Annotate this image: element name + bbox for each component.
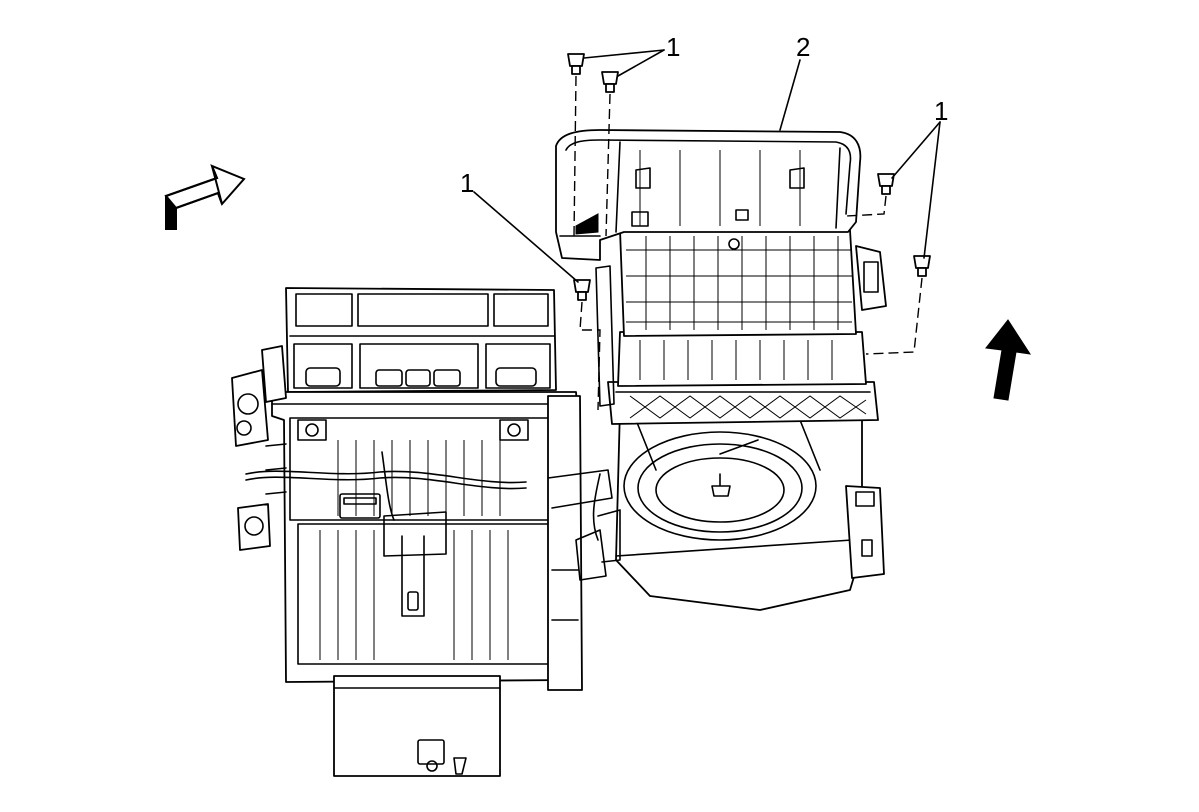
forward-arrow-icon <box>985 319 1032 401</box>
screw-right-upper <box>877 173 895 195</box>
view-direction-arrow-icon <box>164 164 246 230</box>
case-screws <box>567 53 931 411</box>
screw-right-lower <box>913 255 931 277</box>
callout-1-right: 1 <box>934 96 948 126</box>
callout-2: 2 <box>796 32 810 62</box>
leader-lines <box>473 49 941 283</box>
callout-1-left: 1 <box>460 168 474 198</box>
screw-top-left <box>567 53 585 75</box>
callout-1-top: 1 <box>666 32 680 62</box>
upper-case-cover <box>555 129 862 261</box>
screw-top-right <box>601 71 619 93</box>
hvac-module-case <box>231 287 613 777</box>
blower-motor-case <box>575 229 887 611</box>
screw-left <box>573 279 591 301</box>
